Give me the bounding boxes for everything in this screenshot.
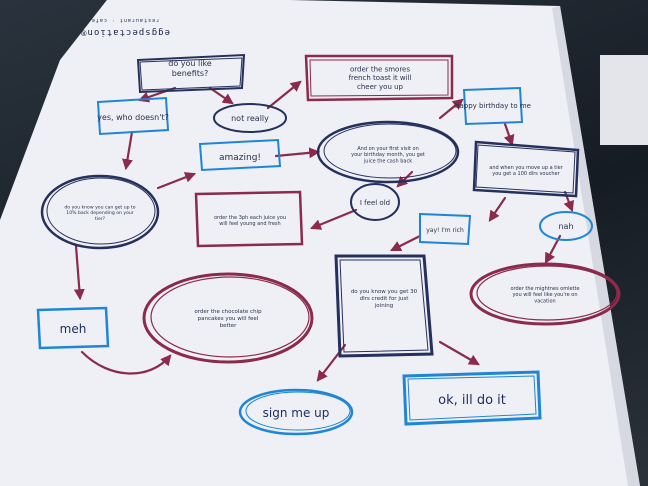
arrow-rich-credit xyxy=(390,234,422,252)
node-not-really: not really xyxy=(213,103,287,133)
node-ok-ill-do-it: ok, ill do it xyxy=(402,370,542,426)
arrow-yes-cash-back xyxy=(122,130,134,171)
node-happy-birthday: happy birthday to me xyxy=(455,86,531,126)
label-yes-who-doesnt: yes, who doesn't? xyxy=(97,113,169,122)
arrow-credit-ok-do-it xyxy=(438,340,480,366)
arrow-cash-back-amazing xyxy=(156,172,197,190)
node-i-feel-old: I feel old xyxy=(350,183,400,221)
label-not-really: not really xyxy=(231,114,269,123)
node-meh: meh xyxy=(36,306,110,350)
label-sign-me-up: sign me up xyxy=(263,406,330,420)
arrow-birthday-voucher xyxy=(503,122,515,147)
arrow-first-visit-birthday xyxy=(438,98,464,120)
node-yes-who-doesnt: yes, who doesn't? xyxy=(96,96,170,136)
brand-logo: eggspectation® xyxy=(80,27,170,37)
paper-edge-shadow xyxy=(552,6,640,486)
label-nah: nah xyxy=(558,222,573,231)
node-nah: nah xyxy=(539,211,593,241)
arrow-voucher-rich xyxy=(488,196,507,222)
arrow-not-really-french-toast xyxy=(266,80,302,110)
label-i-feel-old: I feel old xyxy=(360,199,390,207)
arrow-benefits-not-really xyxy=(208,86,234,105)
label-meh: meh xyxy=(60,322,87,336)
arrow-meh-pancakes xyxy=(80,350,172,375)
label-happy-birthday: happy birthday to me xyxy=(455,102,531,110)
arrow-nah-omelette xyxy=(544,234,562,264)
arrow-first-visit-feel-old xyxy=(396,170,414,188)
label-yay-im-rich: yay! I'm rich xyxy=(426,227,464,234)
label-amazing: amazing! xyxy=(219,153,261,163)
label-ok-ill-do-it: ok, ill do it xyxy=(438,393,506,408)
arrow-cash-back-meh xyxy=(73,244,85,301)
side-paper-stack xyxy=(600,55,648,145)
node-amazing: amazing! xyxy=(198,138,282,172)
brand-tagline: restaurant · cafe xyxy=(91,17,159,23)
arrow-feel-old-juice xyxy=(309,208,358,230)
node-sign-me-up: sign me up xyxy=(238,388,354,436)
arrow-amazing-first-visit xyxy=(274,147,321,159)
node-yay-im-rich: yay! I'm rich xyxy=(419,212,472,246)
